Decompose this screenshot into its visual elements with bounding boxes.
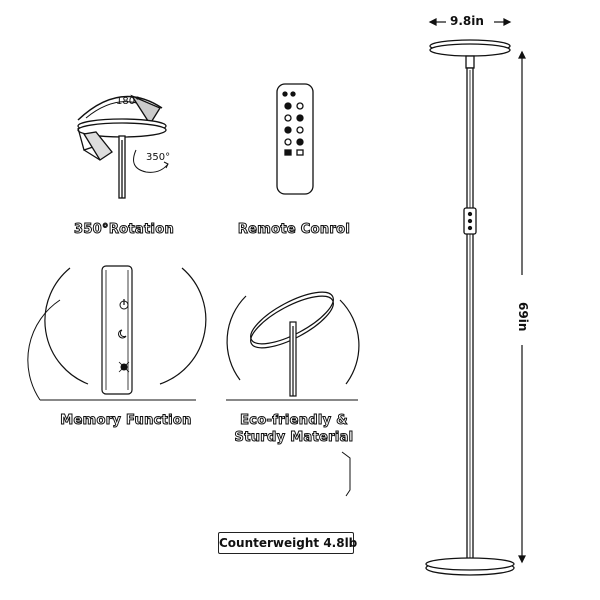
floor-lamp	[425, 39, 515, 576]
tilt-angle-label: 180°	[116, 96, 141, 107]
spin-angle-label: 350°	[146, 152, 171, 163]
eco-illustration	[226, 291, 360, 497]
dimension-lines	[428, 18, 526, 564]
remote-caption: Remote Conrol	[237, 222, 351, 238]
remote-illustration	[276, 83, 314, 195]
height-dimension-label: 69in	[516, 302, 530, 332]
memory-illustration	[27, 265, 207, 401]
memory-caption: Memory Function	[60, 413, 192, 429]
counterweight-label: Counterweight 4.8lb	[219, 536, 358, 550]
counterweight-badge: Counterweight 4.8lb	[218, 532, 358, 554]
width-dimension-label: 9.8in	[450, 14, 484, 28]
rotation-caption: 350°Rotation	[73, 222, 175, 238]
eco-caption-line2: Sturdy Material	[234, 430, 354, 446]
rotation-illustration	[77, 94, 169, 199]
eco-caption-line1: Eco-friendly &	[240, 413, 349, 429]
